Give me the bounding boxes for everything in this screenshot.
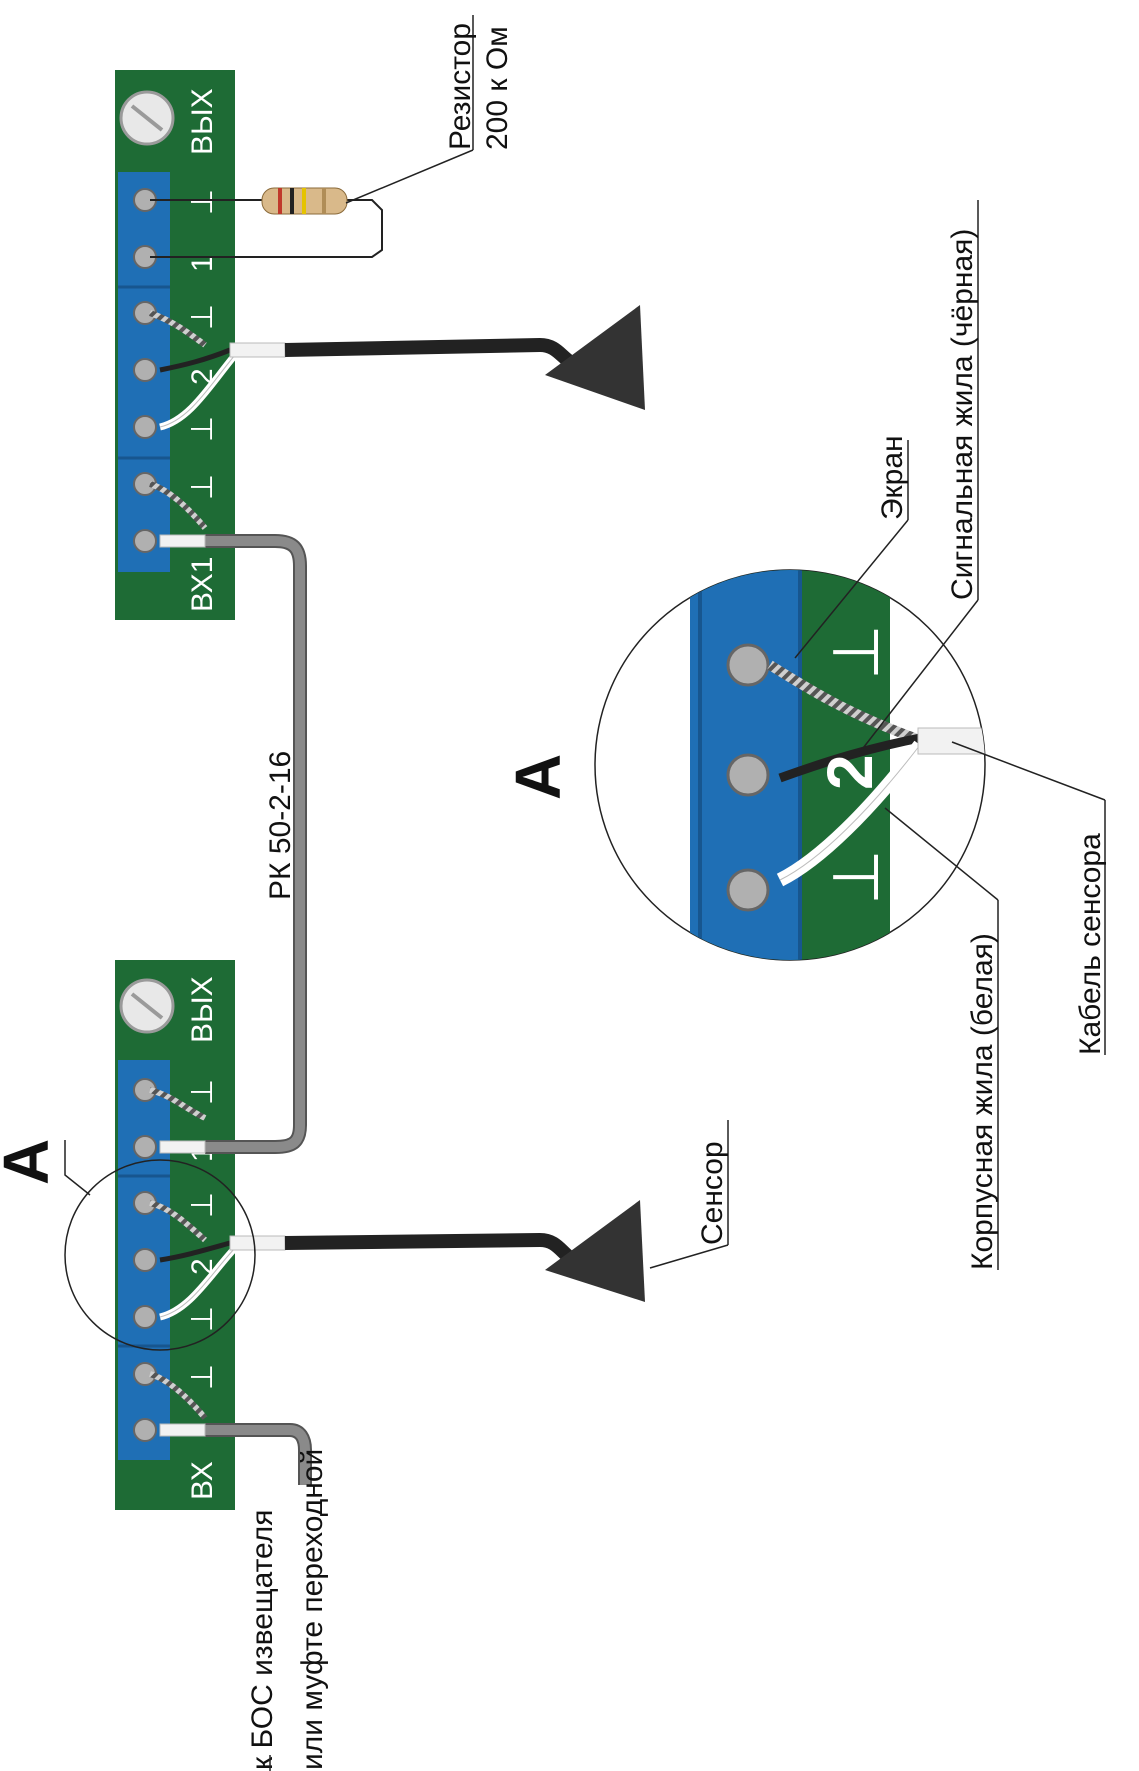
terminal-screws-board-1 — [133, 1078, 157, 1442]
board1-ch2-label: 2 — [186, 1258, 219, 1275]
detail-gnd-label-2: ⊥ — [820, 849, 892, 905]
board1-out-label: ВЫХ — [186, 976, 219, 1043]
sensor-icon-1 — [545, 1200, 645, 1302]
board1-in-label: ВХ — [186, 1461, 219, 1500]
board1-gnd-label-1: ⊥ — [185, 1079, 220, 1105]
board2-gnd-label-3: ⊥ — [185, 416, 220, 442]
detail-ch2-label: 2 — [814, 754, 886, 790]
sensor-label: Сенсор — [696, 1141, 729, 1245]
resistor-label-line2: 200 к Ом — [481, 26, 514, 150]
body-core-label: Корпусная жила (белая) — [966, 933, 999, 1270]
detail-marker-label: А — [0, 1139, 62, 1185]
board2-gnd-label-4: ⊥ — [185, 474, 220, 500]
board2-gnd-label-2: ⊥ — [185, 304, 220, 330]
sensor-icon-2 — [545, 305, 645, 410]
cable-type-label: РК 50-2-16 — [264, 751, 297, 900]
detail-gnd-label-1: ⊥ — [820, 624, 892, 680]
board1-gnd-label-3: ⊥ — [185, 1306, 220, 1332]
board2-gnd-label-1: ⊥ — [185, 189, 220, 215]
board1-gnd-label-4: ⊥ — [185, 1364, 220, 1390]
detail-marker-circle — [64, 1159, 256, 1351]
to-bos-label-line2: или муфте переходной — [296, 1449, 329, 1770]
screen-label: Экран — [876, 435, 909, 520]
resistor-label-line1: Резистор — [444, 23, 477, 150]
resistor — [150, 187, 383, 258]
input-coax-cable — [159, 1423, 312, 1485]
terminal-screws-board-2 — [133, 188, 157, 553]
detail-title-label: А — [502, 754, 574, 800]
board2-out-label: ВЫХ — [186, 88, 219, 155]
board2-in-label: ВХ1 — [186, 557, 219, 612]
to-bos-label-line1: к БОС извещателя — [246, 1510, 279, 1771]
board2-ch1-label: 1 — [186, 255, 219, 272]
detail-a-zoom: 2 ⊥ ⊥ — [594, 569, 986, 961]
coax-cable — [159, 534, 307, 1154]
board1-gnd-label-2: ⊥ — [185, 1192, 220, 1218]
sensor-cable-label: Кабель сенсора — [1074, 833, 1107, 1055]
signal-core-label: Сигнальная жила (чёрная) — [946, 229, 979, 600]
